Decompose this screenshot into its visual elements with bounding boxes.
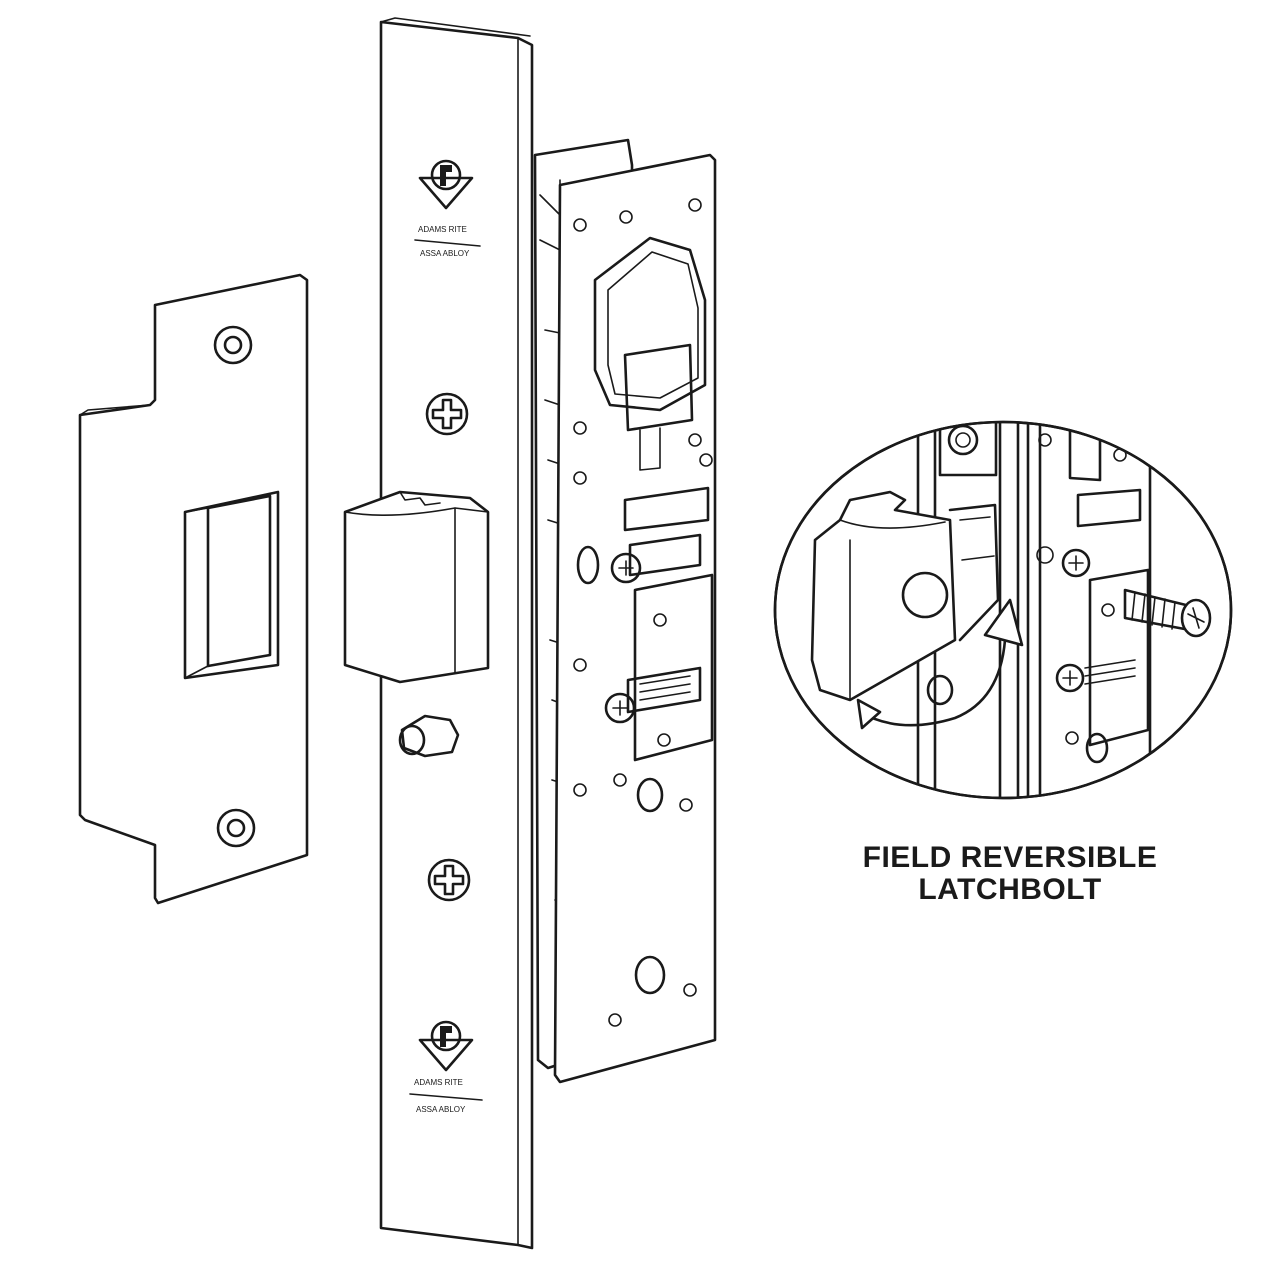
body-holes: [573, 198, 713, 1027]
callout-caption-line2: LATCHBOLT: [918, 873, 1102, 906]
detail-callout: [773, 420, 1233, 800]
strike-latch-opening: [183, 490, 280, 680]
faceplate-screw-bottom: [427, 858, 471, 902]
rotation-arrow-icon: [856, 598, 1024, 730]
faceplate-logo-top: ADAMS RITE ASSA ABLOY: [414, 159, 481, 258]
strike-plate: [78, 273, 309, 905]
faceplate-parent-bottom: ASSA ABLOY: [416, 1105, 466, 1114]
deadlatch-plunger: [398, 714, 460, 758]
cylinder-opening: [593, 236, 707, 471]
lock-body: [533, 138, 717, 1084]
adjustment-bracket-upper: [610, 486, 710, 584]
faceplate-parent-top: ASSA ABLOY: [420, 249, 470, 258]
adjustment-bracket-lower: [604, 573, 714, 762]
strike-screw-hole-top: [213, 325, 253, 365]
faceplate-brand-bottom: ADAMS RITE: [414, 1078, 463, 1087]
callout-caption-line1: FIELD REVERSIBLE: [862, 841, 1158, 874]
faceplate-screw-top: [425, 392, 469, 436]
callout-caption: FIELD REVERSIBLE LATCHBOLT: [830, 842, 1190, 906]
faceplate: ADAMS RITE ASSA ABLOY: [343, 17, 534, 1250]
faceplate-logo-bottom: ADAMS RITE ASSA ABLOY: [409, 1020, 483, 1114]
strike-screw-hole-bottom: [216, 808, 256, 848]
loose-screw: [1123, 588, 1212, 638]
faceplate-brand-top: ADAMS RITE: [418, 225, 467, 234]
latchbolt: [343, 490, 490, 684]
reversed-latchbolt: [810, 490, 1000, 706]
